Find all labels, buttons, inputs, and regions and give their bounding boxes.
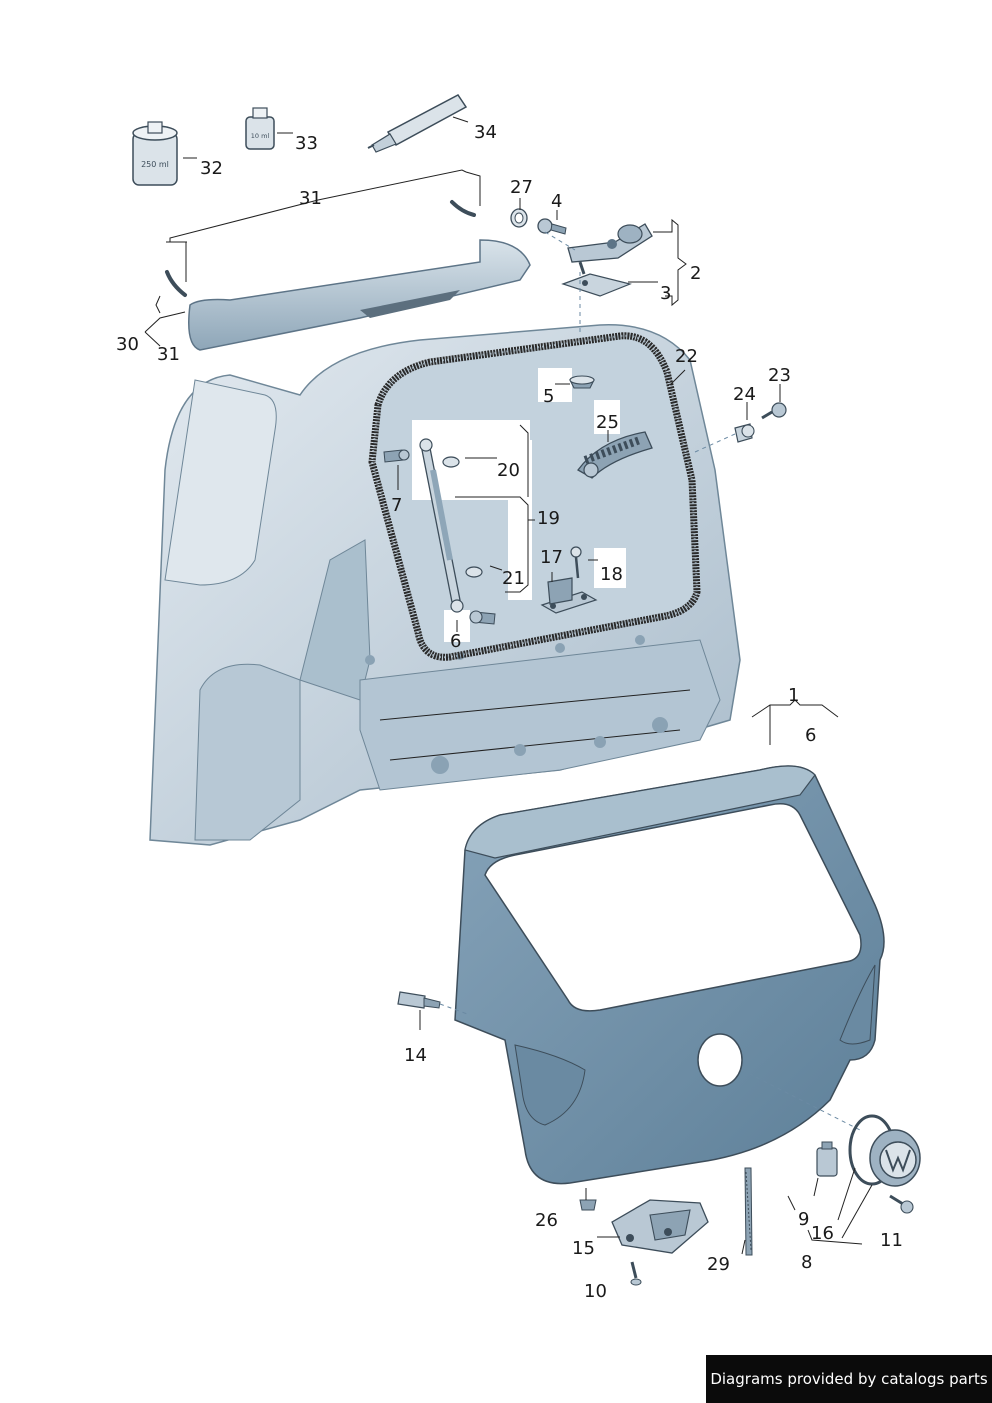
ball-stud-lower [469, 610, 496, 625]
callout-6-lower: 6 [805, 725, 816, 746]
callout-5: 5 [543, 386, 554, 407]
callout-11: 11 [880, 1230, 903, 1251]
callout-23: 23 [768, 365, 791, 386]
callout-24: 24 [733, 384, 756, 405]
bottle: 10 ml [245, 107, 275, 150]
callout-26: 26 [535, 1210, 558, 1231]
trim-clip [734, 423, 755, 443]
cable-grommet [577, 431, 653, 479]
callout-16: 16 [811, 1223, 834, 1244]
callout-18: 18 [600, 564, 623, 585]
roof-spoiler [188, 239, 531, 351]
ball-stud-upper [383, 449, 410, 463]
callout-1: 1 [788, 685, 799, 706]
callout-15: 15 [572, 1238, 595, 1259]
callout-19: 19 [537, 508, 560, 529]
callout-3: 3 [660, 283, 671, 304]
spoiler-seal-right [450, 200, 476, 217]
callout-25: 25 [596, 412, 619, 433]
leader-lines [144, 116, 873, 1255]
hinge-bolt [537, 218, 567, 235]
callout-14: 14 [404, 1045, 427, 1066]
credit-footer: Diagrams provided by catalogs parts [706, 1355, 992, 1403]
emblem-handle [848, 1114, 921, 1187]
callout-2: 2 [690, 263, 701, 284]
retaining-clip-lower [465, 566, 483, 578]
callout-30: 30 [116, 334, 139, 355]
bump-stop [397, 991, 441, 1009]
hinge-assembly [561, 223, 653, 297]
callout-31-lower: 31 [157, 344, 180, 365]
callout-4: 4 [551, 191, 562, 212]
striker-screw [570, 546, 582, 579]
trim-screw [761, 402, 787, 420]
tailgate-panel [454, 765, 885, 1185]
callout-21: 21 [502, 568, 525, 589]
lock-screw [630, 1261, 642, 1286]
callout-8: 8 [801, 1252, 812, 1273]
callout-22: 22 [675, 346, 698, 367]
spoiler-seal-left [165, 270, 187, 297]
microswitch [816, 1141, 838, 1177]
can-volume-label: 250 ml [141, 160, 169, 169]
tailgate-lock [611, 1199, 709, 1254]
tailgate-opening [368, 332, 701, 661]
tailgate-window [484, 803, 862, 1012]
callout-17: 17 [540, 547, 563, 568]
callouts: 1 2 3 4 5 6 6 7 8 9 10 11 14 15 16 17 18… [116, 122, 903, 1302]
bottle-volume-label: 10 ml [251, 132, 270, 140]
callout-20: 20 [497, 460, 520, 481]
vw-emblem-icon [879, 1141, 917, 1179]
fluid-can: 250 ml [132, 121, 178, 186]
callout-10: 10 [584, 1281, 607, 1302]
buffer-nut [569, 375, 595, 389]
callout-27: 27 [510, 177, 533, 198]
credit-text: Diagrams provided by catalogs parts [710, 1370, 988, 1388]
cable-tie [744, 1167, 753, 1256]
gas-strut [419, 438, 464, 613]
callout-31-upper: 31 [299, 188, 322, 209]
callout-32: 32 [200, 158, 223, 179]
callout-34: 34 [474, 122, 497, 143]
adhesive-tube [367, 94, 468, 153]
callout-6-upper: 6 [450, 631, 461, 652]
striker-plate [540, 577, 598, 614]
hinge-cap [510, 208, 528, 228]
emblem-screw [889, 1194, 914, 1214]
callout-7: 7 [391, 495, 402, 516]
callout-9: 9 [798, 1209, 809, 1230]
retaining-clip-upper [442, 456, 460, 468]
callout-29: 29 [707, 1254, 730, 1275]
callout-33: 33 [295, 133, 318, 154]
rubber-grommet [579, 1199, 597, 1211]
